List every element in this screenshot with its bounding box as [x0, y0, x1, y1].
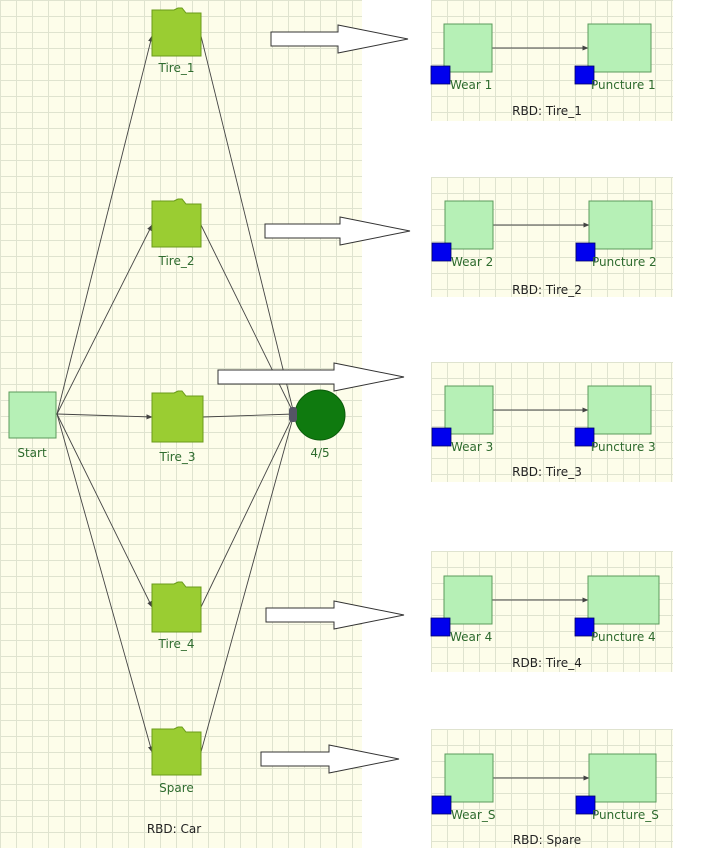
- subdiagram-title: RDB: Tire_4: [512, 656, 582, 670]
- wear-label: Wear_S: [451, 808, 495, 822]
- main-diagram-title: RBD: Car: [147, 822, 201, 836]
- edge-start-spare: [56, 413, 153, 753]
- subdiagram-title: RBD: Tire_3: [512, 465, 582, 479]
- link-arrow-1: [270, 24, 409, 54]
- wear-label: Wear 1: [450, 78, 492, 92]
- subdiagram-5: Wear_S Puncture_S RBD: Spare: [431, 753, 659, 847]
- wear-block[interactable]: [443, 575, 493, 625]
- edge-tire1-node: [200, 35, 295, 415]
- wear-label: Wear 4: [450, 630, 492, 644]
- wear-marker-icon: [431, 795, 452, 815]
- puncture-label: Puncture 4: [591, 630, 656, 644]
- folder-label: Tire_3: [159, 450, 196, 464]
- folder-icon: [151, 726, 202, 776]
- wear-label: Wear 3: [451, 440, 493, 454]
- edge-start-tire4: [56, 413, 153, 608]
- folder-label: Tire_2: [158, 254, 195, 268]
- wear-marker-icon: [431, 427, 452, 447]
- subdiagram-1: Wear 1 Puncture 1 RBD: Tire_1: [430, 23, 656, 118]
- folder-icon: [151, 581, 202, 633]
- folder-block-3[interactable]: Tire_3: [151, 390, 204, 464]
- wear-block[interactable]: [444, 385, 494, 435]
- folder-block-4[interactable]: Tire_4: [151, 581, 202, 651]
- folder-block-1[interactable]: Tire_1: [151, 7, 202, 75]
- puncture-marker-icon: [575, 795, 596, 815]
- k-of-n-node[interactable]: [294, 389, 346, 441]
- edge-tire4-node: [200, 413, 295, 608]
- edge-start-tire2: [56, 224, 153, 415]
- wear-block[interactable]: [443, 23, 493, 73]
- subdiagram-title: RBD: Spare: [513, 833, 581, 847]
- node-input-port: [289, 407, 297, 422]
- puncture-label: Puncture 1: [591, 78, 656, 92]
- folder-label: Tire_4: [158, 637, 195, 651]
- wear-block[interactable]: [444, 753, 494, 803]
- wear-label: Wear 2: [451, 255, 493, 269]
- subdiagram-4: Wear 4 Puncture 4 RDB: Tire_4: [430, 575, 660, 670]
- start-label: Start: [17, 446, 47, 460]
- wear-block[interactable]: [444, 200, 494, 250]
- puncture-marker-icon: [574, 427, 595, 447]
- node-label: 4/5: [310, 446, 329, 460]
- subdiagram-2: Wear 2 Puncture 2 RBD: Tire_2: [431, 200, 657, 297]
- wear-marker-icon: [430, 617, 451, 637]
- folder-icon: [151, 7, 202, 57]
- folder-icon: [151, 198, 202, 248]
- wear-marker-icon: [431, 242, 452, 262]
- subdiagram-title: RBD: Tire_1: [512, 104, 582, 118]
- wear-marker-icon: [430, 65, 451, 85]
- subdiagram-title: RBD: Tire_2: [512, 283, 582, 297]
- puncture-label: Puncture 3: [591, 440, 656, 454]
- puncture-block[interactable]: [587, 23, 652, 73]
- puncture-marker-icon: [575, 242, 596, 262]
- folder-block-5[interactable]: Spare: [151, 726, 202, 795]
- link-arrow-5: [260, 744, 400, 774]
- folder-label: Tire_1: [158, 61, 195, 75]
- link-arrow-3: [217, 362, 405, 392]
- edge-spare-node: [200, 413, 295, 753]
- link-arrow-4: [265, 600, 405, 630]
- puncture-block[interactable]: [588, 753, 657, 803]
- folder-icon: [151, 390, 204, 443]
- start-block[interactable]: [8, 391, 57, 439]
- edge-tire2-node: [200, 224, 295, 415]
- puncture-block[interactable]: [587, 385, 652, 435]
- puncture-block[interactable]: [587, 575, 660, 625]
- edge-tire3-node: [202, 413, 295, 418]
- subdiagram-3: Wear 3 Puncture 3 RBD: Tire_3: [431, 385, 656, 479]
- folder-block-2[interactable]: Tire_2: [151, 198, 202, 268]
- edge-start-tire1: [56, 35, 154, 415]
- puncture-label: Puncture_S: [592, 808, 659, 822]
- folder-label: Spare: [159, 781, 194, 795]
- edge-start-tire3: [56, 413, 153, 420]
- puncture-marker-icon: [574, 65, 595, 85]
- puncture-marker-icon: [574, 617, 595, 637]
- link-arrow-2: [264, 216, 411, 246]
- puncture-block[interactable]: [588, 200, 653, 250]
- puncture-label: Puncture 2: [592, 255, 657, 269]
